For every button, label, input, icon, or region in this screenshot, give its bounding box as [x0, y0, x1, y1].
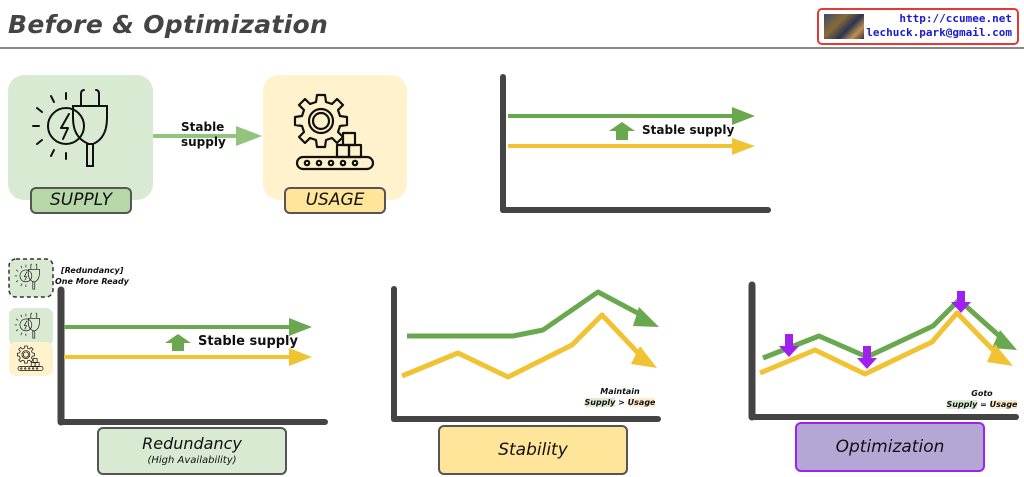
usage-line — [401, 312, 657, 380]
redundancy-stable-supply-label: Stable supply — [198, 334, 298, 349]
stability-note-line2: Supply > Usage — [575, 397, 665, 408]
stability-note: Maintain Supply > Usage — [575, 386, 665, 408]
supply-line — [508, 107, 755, 125]
contact-badge: http://ccumee.net lechuck.park@gmail.com — [817, 8, 1019, 45]
note-usage: Usage — [627, 398, 656, 407]
usage-line — [508, 138, 755, 155]
down-arrow-icon — [951, 291, 971, 313]
usage-node-background — [263, 75, 407, 200]
note-operator: > — [615, 398, 628, 407]
optimization-note: Goto Supply = Usage — [940, 388, 1024, 410]
note-supply: Supply — [584, 398, 616, 407]
before-stable-supply-label: Stable supply — [642, 123, 735, 137]
down-arrow-icon — [857, 346, 877, 369]
usage-line — [64, 348, 312, 366]
optimization-note-line2: Supply = Usage — [940, 399, 1024, 410]
author-thumbnail — [824, 14, 864, 39]
redundancy-chart — [8, 258, 328, 426]
note-supply: Supply — [946, 400, 978, 409]
supply-line — [64, 318, 312, 336]
down-arrow-icon — [779, 334, 799, 357]
optimization-label: Optimization — [795, 422, 985, 472]
flow-arrow-label-line2: supply — [181, 135, 226, 149]
optimization-note-line1: Goto — [971, 389, 993, 398]
stability-label: Stability — [438, 425, 628, 475]
stability-note-line1: Maintain — [600, 387, 640, 396]
redundancy-note-line1: [Redundancy] — [61, 266, 124, 275]
redundancy-sublabel: (High Availability) — [147, 455, 237, 466]
note-usage: Usage — [989, 400, 1018, 409]
reduce-arrows — [779, 291, 971, 369]
up-arrow-icon — [609, 122, 635, 140]
contact-email[interactable]: lechuck.park@gmail.com — [866, 26, 1012, 39]
stability-chart — [391, 286, 661, 422]
up-arrow-icon — [165, 334, 191, 351]
usage-node — [263, 75, 407, 200]
redundancy-note: [Redundancy] One More Ready — [55, 265, 129, 287]
title-divider — [0, 47, 1024, 49]
stable-supply-flow-arrow — [153, 126, 262, 146]
flow-arrow-label-line1: Stable — [181, 120, 225, 134]
optimization-chart — [748, 281, 1019, 421]
redundancy-note-line2: One More Ready — [55, 277, 129, 286]
usage-line — [759, 310, 1013, 377]
note-operator: = — [977, 400, 990, 409]
before-chart — [500, 74, 771, 213]
redundancy-label: Redundancy — [142, 434, 242, 453]
contact-info: http://ccumee.net lechuck.park@gmail.com — [866, 12, 1012, 40]
standby-supply-node — [8, 258, 54, 298]
usage-label: USAGE — [284, 187, 386, 214]
usage-node-small — [9, 342, 53, 376]
supply-line — [407, 289, 659, 339]
flow-arrow-label: Stable supply — [181, 120, 226, 150]
redundancy-label-box: Redundancy (High Availability) — [97, 427, 287, 475]
supply-node — [8, 75, 153, 200]
active-supply-node — [9, 308, 53, 346]
contact-url[interactable]: http://ccumee.net — [899, 12, 1012, 25]
page-title: Before & Optimization — [8, 10, 329, 39]
supply-line — [762, 297, 1017, 361]
supply-label: SUPPLY — [30, 187, 132, 214]
